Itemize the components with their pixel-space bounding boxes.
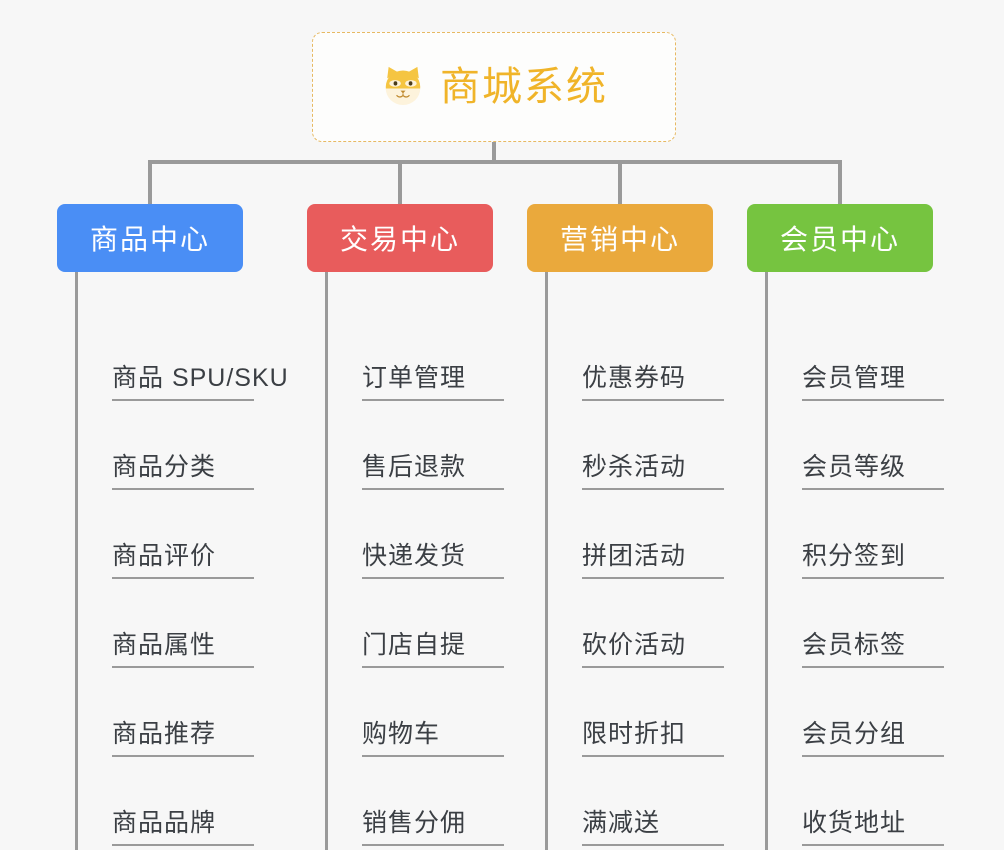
branch-products: 商品中心 商品 SPU/SKU 商品分类 商品评价 商品属性 商品推荐 商品品牌 [57,204,288,850]
leaf-label: 会员等级 [802,453,944,490]
branch-header-member[interactable]: 会员中心 [747,204,933,272]
branch-member: 会员中心 会员管理 会员等级 积分签到 会员标签 会员分组 收货地址 [747,204,944,850]
leaf-label: 售后退款 [362,453,504,490]
leaf-list-member: 会员管理 会员等级 积分签到 会员标签 会员分组 收货地址 [765,272,944,850]
list-item[interactable]: 售后退款 [328,405,504,494]
list-item[interactable]: 拼团活动 [548,494,724,583]
leaf-label: 商品品牌 [112,809,254,846]
list-item[interactable]: 快递发货 [328,494,504,583]
list-item[interactable]: 会员标签 [768,583,944,672]
list-item[interactable]: 收货地址 [768,761,944,850]
list-item[interactable]: 满减送 [548,761,724,850]
leaf-list-products: 商品 SPU/SKU 商品分类 商品评价 商品属性 商品推荐 商品品牌 [75,272,288,850]
leaf-list-trade: 订单管理 售后退款 快递发货 门店自提 购物车 销售分佣 [325,272,504,850]
list-item[interactable]: 商品品牌 [78,761,254,850]
shiba-dog-icon [380,64,426,110]
connector-drop-trade [398,160,402,206]
list-item[interactable]: 商品评价 [78,494,254,583]
branch-trade: 交易中心 订单管理 售后退款 快递发货 门店自提 购物车 销售分佣 [307,204,504,850]
list-item[interactable]: 销售分佣 [328,761,504,850]
leaf-list-marketing: 优惠券码 秒杀活动 拼团活动 砍价活动 限时折扣 满减送 [545,272,724,850]
leaf-label: 积分签到 [802,542,944,579]
list-item[interactable]: 会员分组 [768,672,944,761]
leaf-label: 订单管理 [362,364,504,401]
leaf-label: 会员分组 [802,720,944,757]
leaf-label: 商品 SPU/SKU [112,364,288,401]
leaf-label: 购物车 [362,720,504,757]
leaf-label: 会员管理 [802,364,944,401]
leaf-label: 销售分佣 [362,809,504,846]
leaf-label: 收货地址 [802,809,944,846]
list-item[interactable]: 购物车 [328,672,504,761]
connector-drop-marketing [618,160,622,206]
list-item[interactable]: 积分签到 [768,494,944,583]
list-item[interactable]: 商品 SPU/SKU [78,272,288,405]
branch-header-label: 会员中心 [779,224,900,255]
connector-root-stem [492,142,496,164]
list-item[interactable]: 商品属性 [78,583,254,672]
leaf-label: 商品评价 [112,542,254,579]
branch-header-label: 商品中心 [89,224,210,255]
list-item[interactable]: 订单管理 [328,272,504,405]
branch-header-products[interactable]: 商品中心 [57,204,243,272]
branch-header-label: 营销中心 [559,224,680,255]
root-title: 商城系统 [440,65,608,109]
leaf-label: 会员标签 [802,631,944,668]
list-item[interactable]: 砍价活动 [548,583,724,672]
branch-header-marketing[interactable]: 营销中心 [527,204,713,272]
root-node[interactable]: 商城系统 [312,32,676,142]
leaf-label: 优惠券码 [582,364,724,401]
list-item[interactable]: 限时折扣 [548,672,724,761]
leaf-label: 秒杀活动 [582,453,724,490]
branch-marketing: 营销中心 优惠券码 秒杀活动 拼团活动 砍价活动 限时折扣 满减送 [527,204,724,850]
connector-drop-member [838,160,842,206]
list-item[interactable]: 商品推荐 [78,672,254,761]
leaf-label: 商品属性 [112,631,254,668]
leaf-label: 商品分类 [112,453,254,490]
leaf-label: 拼团活动 [582,542,724,579]
branch-header-label: 交易中心 [339,224,460,255]
leaf-label: 限时折扣 [582,720,724,757]
list-item[interactable]: 秒杀活动 [548,405,724,494]
list-item[interactable]: 门店自提 [328,583,504,672]
leaf-label: 快递发货 [362,542,504,579]
list-item[interactable]: 会员管理 [768,272,944,405]
leaf-label: 满减送 [582,809,724,846]
leaf-label: 商品推荐 [112,720,254,757]
list-item[interactable]: 商品分类 [78,405,254,494]
connector-drop-products [148,160,152,206]
branch-header-trade[interactable]: 交易中心 [307,204,493,272]
leaf-label: 砍价活动 [582,631,724,668]
leaf-label: 门店自提 [362,631,504,668]
list-item[interactable]: 会员等级 [768,405,944,494]
list-item[interactable]: 优惠券码 [548,272,724,405]
connector-horizontal-bus [150,160,840,164]
